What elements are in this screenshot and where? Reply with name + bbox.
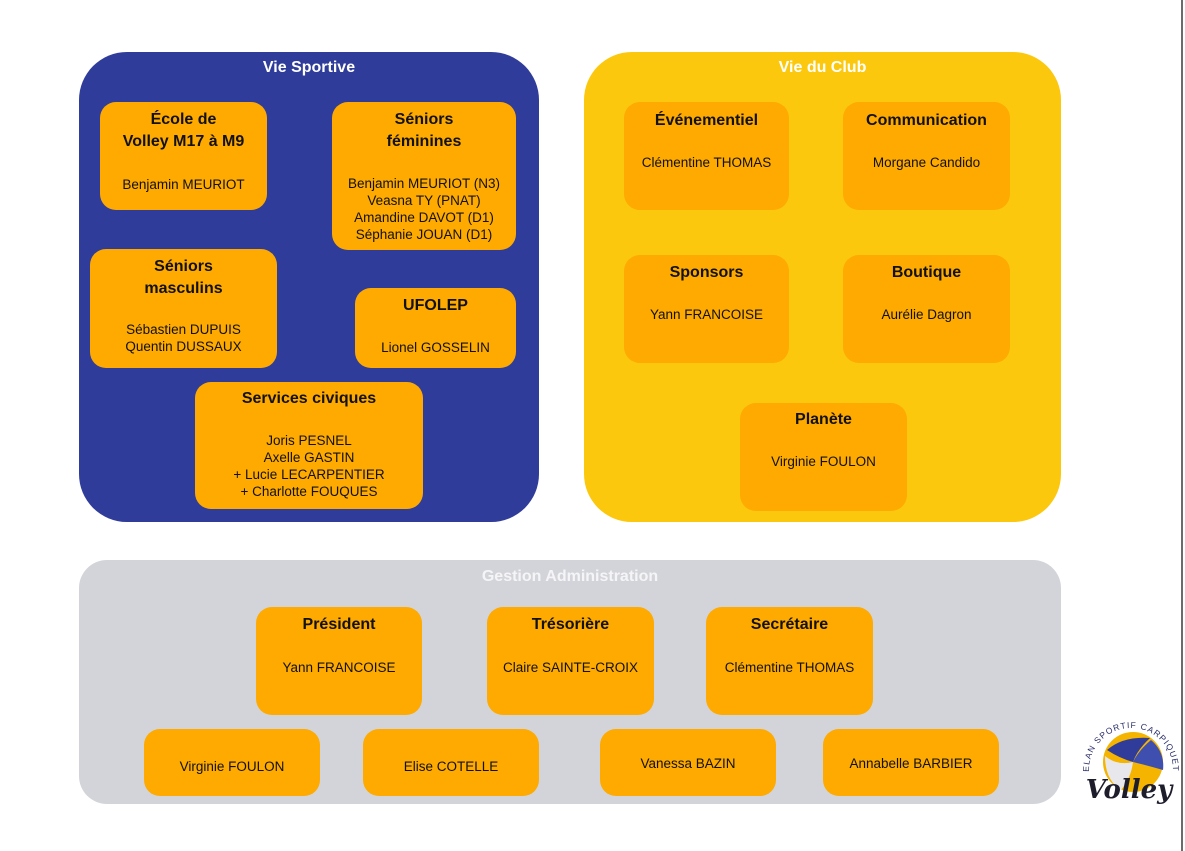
- card-title: Boutique: [891, 264, 962, 281]
- card-title: Secrétaire: [750, 616, 829, 633]
- card-person: Joris PESNEL: [266, 433, 352, 448]
- card-person: + Lucie LECARPENTIER: [233, 467, 385, 482]
- card-title: Événementiel: [654, 112, 759, 129]
- card-ufolep: UFOLEP Lionel GOSSELIN: [355, 288, 516, 368]
- card-person: Elise COTELLE: [403, 759, 499, 774]
- card-person: Quentin DUSSAUX: [125, 339, 242, 354]
- card-person: Virginie FOULON: [179, 759, 285, 774]
- card-person: Virginie FOULON: [771, 454, 876, 469]
- card-tresoriere: Trésorière Claire SAINTE-CROIX: [487, 607, 654, 715]
- card-person: + Charlotte FOUQUES: [240, 484, 378, 499]
- card-title: Sponsors: [669, 264, 744, 281]
- card-secretaire: Secrétaire Clémentine THOMAS: [706, 607, 873, 715]
- card-ecole-de-volley: École de Volley M17 à M9 Benjamin MEURIO…: [100, 102, 267, 210]
- page-right-border: [1181, 0, 1183, 851]
- card-person: Axelle GASTIN: [263, 450, 355, 465]
- group-title-vie-sportive: Vie Sportive: [262, 59, 356, 76]
- card-person: Annabelle BARBIER: [849, 756, 973, 771]
- group-vie-sportive: Vie Sportive École de Volley M17 à M9 Be…: [79, 52, 539, 522]
- card-title-line: féminines: [386, 133, 462, 150]
- card-person: Yann FRANCOISE: [649, 307, 764, 322]
- card-person: Lionel GOSSELIN: [381, 340, 490, 355]
- card-person: Benjamin MEURIOT: [122, 177, 245, 192]
- card-boutique: Boutique Aurélie Dagron: [843, 255, 1010, 363]
- card-seniors-masculins: Séniors masculins Sébastien DUPUIS Quent…: [90, 249, 277, 368]
- card-member: Virginie FOULON: [144, 729, 320, 796]
- card-member: Annabelle BARBIER: [823, 729, 999, 796]
- ball-panel: [1105, 756, 1133, 790]
- card-person: Veasna TY (PNAT): [367, 193, 481, 208]
- card-person: Aurélie Dagron: [881, 307, 972, 322]
- card-president: Président Yann FRANCOISE: [256, 607, 422, 715]
- card-title: UFOLEP: [403, 297, 468, 314]
- card-services-civiques: Services civiques Joris PESNEL Axelle GA…: [195, 382, 423, 509]
- card-sponsors: Sponsors Yann FRANCOISE: [624, 255, 789, 363]
- card-member: Elise COTELLE: [363, 729, 539, 796]
- card-planete: Planète Virginie FOULON: [740, 403, 907, 511]
- group-title-vie-du-club: Vie du Club: [778, 59, 867, 76]
- card-person: Morgane Candido: [872, 155, 981, 170]
- card-title: Président: [302, 616, 376, 633]
- card-person: Yann FRANCOISE: [282, 660, 396, 675]
- card-title: Services civiques: [241, 390, 377, 407]
- card-title-line: Séniors: [154, 258, 213, 275]
- card-communication: Communication Morgane Candido: [843, 102, 1010, 210]
- club-logo: ELAN SPORTIF CARPIQUET Volley: [1075, 700, 1185, 815]
- card-person: Claire SAINTE-CROIX: [502, 660, 639, 675]
- card-title-line: Séniors: [394, 111, 454, 128]
- ball-panel: [1107, 737, 1150, 762]
- card-title: Planète: [795, 411, 852, 428]
- card-title: Communication: [866, 112, 987, 129]
- card-seniors-feminines: Séniors féminines Benjamin MEURIOT (N3) …: [332, 102, 516, 250]
- volleyball-logo-icon: ELAN SPORTIF CARPIQUET Volley: [1081, 720, 1180, 805]
- group-gestion-administration: Gestion Administration Président Yann FR…: [79, 560, 1061, 804]
- card-title-line: École de: [150, 111, 217, 128]
- card-title-line: masculins: [144, 280, 223, 297]
- card-person: Amandine DAVOT (D1): [354, 210, 494, 225]
- group-title-gestion: Gestion Administration: [481, 568, 659, 585]
- logo-word: Volley: [1086, 775, 1174, 805]
- card-person: Clémentine THOMAS: [724, 660, 855, 675]
- card-person: Sébastien DUPUIS: [126, 322, 241, 337]
- card-person: Benjamin MEURIOT (N3): [347, 176, 501, 191]
- card-person: Vanessa BAZIN: [640, 756, 736, 771]
- card-title-line: Volley M17 à M9: [122, 133, 245, 150]
- card-evenementiel: Événementiel Clémentine THOMAS: [624, 102, 789, 210]
- group-vie-du-club: Vie du Club Événementiel Clémentine THOM…: [584, 52, 1061, 522]
- card-person: Séphanie JOUAN (D1): [355, 227, 493, 242]
- card-member: Vanessa BAZIN: [600, 729, 776, 796]
- ball-panel: [1133, 740, 1164, 770]
- card-person: Clémentine THOMAS: [641, 155, 772, 170]
- card-title: Trésorière: [531, 616, 610, 633]
